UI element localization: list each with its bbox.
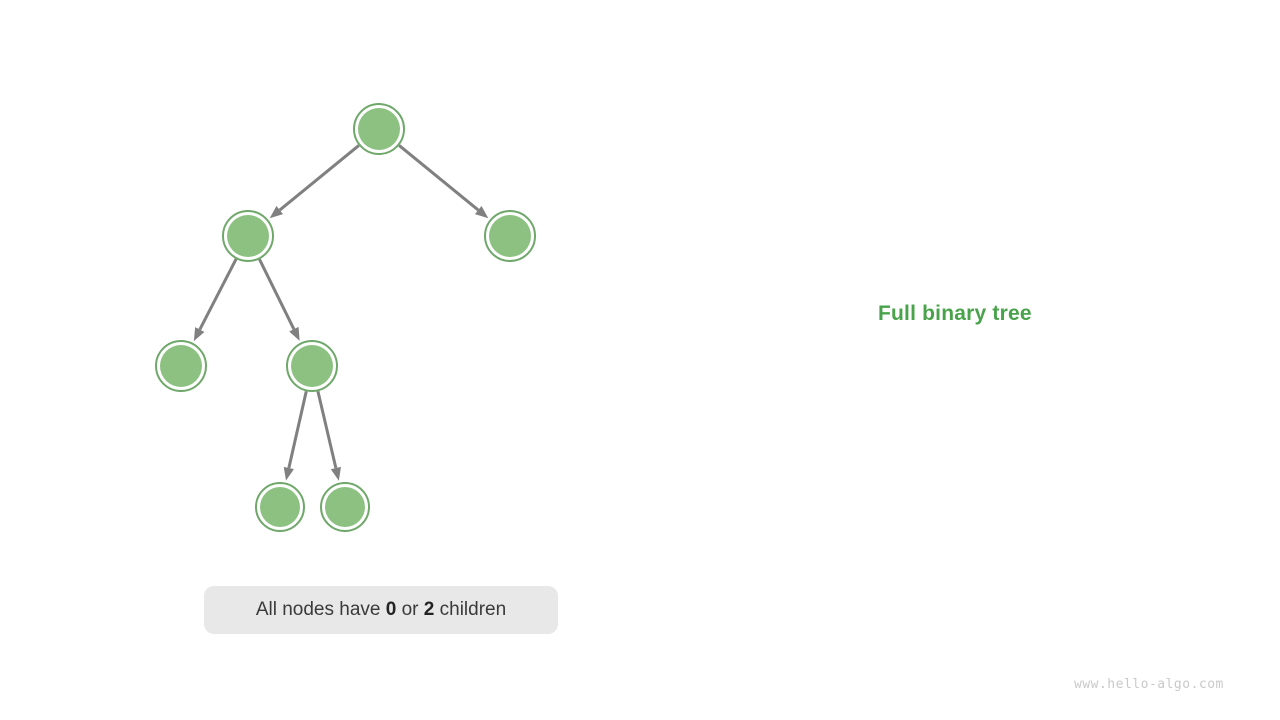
tree-node-body <box>260 487 300 527</box>
tree-node-n-ll <box>155 340 207 392</box>
tree-node-ring <box>320 482 370 532</box>
tree-node-ring <box>286 340 338 392</box>
tree-nodes <box>155 103 536 532</box>
tree-edge-arrowhead <box>193 327 205 342</box>
tree-node-ring <box>255 482 305 532</box>
tree-edge-arrowhead <box>289 326 300 341</box>
caption-bold-zero: 0 <box>385 599 397 620</box>
caption-middle: or <box>396 599 424 620</box>
caption-suffix: children <box>434 599 507 620</box>
tree-edge-arrowhead <box>330 466 341 481</box>
tree-edge-line <box>198 258 238 331</box>
tree-edge-line <box>278 144 360 212</box>
tree-node-n-lrr <box>320 482 370 532</box>
tree-node-ring <box>484 210 536 262</box>
caption-prefix: All nodes have <box>255 599 386 620</box>
tree-edge-line <box>287 391 308 469</box>
tree-node-ring <box>155 340 207 392</box>
tree-node-root <box>353 103 405 155</box>
tree-node-body <box>489 215 531 257</box>
tree-edge-line <box>316 390 338 469</box>
tree-node-body <box>291 345 333 387</box>
tree-edge-arrowhead <box>474 206 489 219</box>
tree-edge-line <box>398 144 480 212</box>
tree-node-body <box>160 345 202 387</box>
tree-node-ring <box>222 210 274 262</box>
tree-node-n-l <box>222 210 274 262</box>
caption-box: All nodes have 0 or 2 children <box>204 586 558 634</box>
tree-node-n-r <box>484 210 536 262</box>
tree-node-n-lr <box>286 340 338 392</box>
tree-edge-arrowhead <box>269 206 284 219</box>
tree-node-body <box>227 215 269 257</box>
caption-bold-two: 2 <box>423 599 435 620</box>
tree-edge-line <box>258 258 296 330</box>
caption-text: All nodes have 0 or 2 children <box>256 599 506 621</box>
tree-edge-arrowhead <box>283 466 294 481</box>
tree-node-ring <box>353 103 405 155</box>
tree-node-body <box>325 487 365 527</box>
page-title: Full binary tree <box>878 302 1032 325</box>
tree-edges <box>193 144 489 481</box>
tree-node-body <box>358 108 400 150</box>
footer-url: www.hello-algo.com <box>1074 677 1224 692</box>
tree-node-n-lrl <box>255 482 305 532</box>
